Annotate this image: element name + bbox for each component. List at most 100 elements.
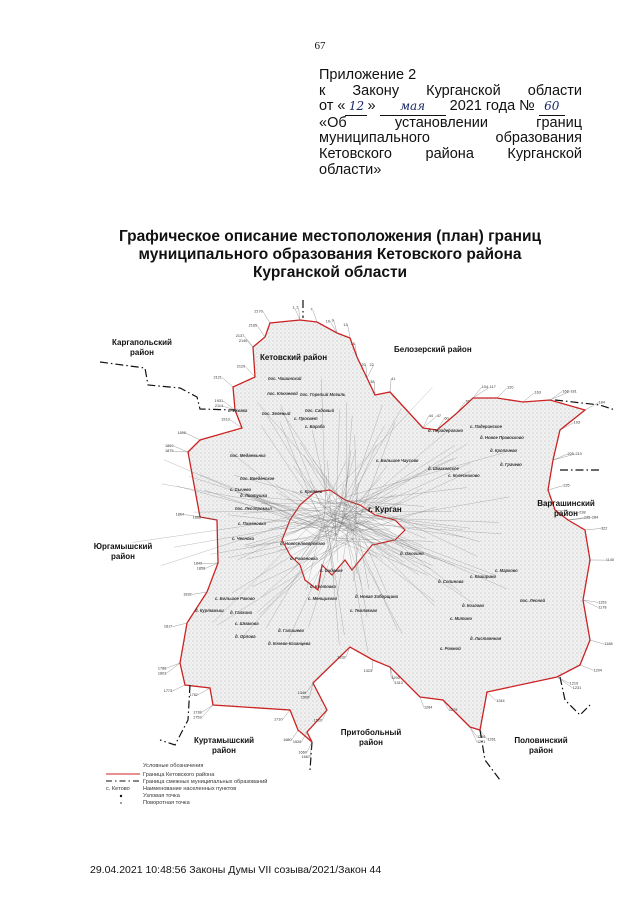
point-number: 1913	[221, 417, 229, 421]
point-leader	[584, 528, 601, 531]
point-leader	[306, 682, 314, 693]
legend-item: Наименование населенных пунктов	[143, 786, 236, 792]
point-leader	[347, 325, 351, 339]
settlement-label: с. Шмакова	[235, 621, 259, 626]
label-pritobolny: район	[359, 738, 383, 747]
point-leader	[365, 365, 368, 379]
label-pritobolny: Притобольный	[341, 728, 402, 737]
point-leader	[469, 726, 478, 737]
point-number: 1875	[165, 449, 173, 453]
leader-line	[260, 537, 330, 598]
label-polovinsky: Половинский	[514, 736, 567, 745]
leader-line	[275, 484, 321, 513]
leader-line	[330, 538, 435, 542]
appendix-title: Приложение 2	[319, 67, 417, 83]
point-number: 13	[343, 323, 347, 327]
settlement-label: д. Куртамыш	[195, 608, 224, 613]
settlement-label: с. Иковка	[228, 408, 248, 413]
document-title: Графическое описание местоположения (пла…	[100, 228, 560, 282]
settlement-label: д. Новоселовороково	[280, 541, 326, 546]
point-leader	[549, 391, 571, 401]
settlement-label: д. Перадерогино	[428, 428, 463, 433]
leader-line	[242, 506, 339, 514]
leader-line	[340, 445, 455, 518]
legend-item: Граница смежных муниципальных образовани…	[143, 778, 267, 785]
leader-line	[327, 460, 331, 510]
leader-line	[309, 480, 339, 522]
leader-line	[306, 506, 327, 590]
point-leader	[173, 451, 189, 453]
leader-line	[341, 513, 435, 606]
point-number: 1762	[189, 693, 197, 697]
settlement-label: с. Сычево	[230, 487, 251, 492]
date-prefix: от «	[319, 98, 346, 115]
settlement-label: с. Большое Раково	[215, 596, 255, 601]
leader-line	[199, 474, 341, 531]
point-leader-lines	[132, 378, 510, 653]
leader-line	[338, 494, 393, 523]
leader-line	[356, 422, 396, 525]
appendix-date-line: от «12» мая 2021 года № 60	[319, 98, 582, 116]
leader-line	[342, 470, 473, 531]
leader-line	[266, 509, 336, 628]
point-number: 1284	[424, 706, 432, 710]
point-leader	[184, 514, 201, 518]
point-number: 1153	[598, 600, 606, 604]
label-yurgamyshsky: Юргамышский	[94, 542, 153, 551]
leader-line	[161, 483, 338, 516]
leader-line	[358, 465, 388, 504]
point-number: 1244	[496, 699, 504, 703]
point-number: 2140	[239, 339, 247, 343]
point-leader	[202, 562, 219, 564]
point-number: 2114	[215, 404, 223, 408]
leader-line	[326, 501, 375, 521]
title-line: Курганской области	[252, 264, 408, 281]
point-number: 210	[576, 452, 582, 456]
leader-line	[351, 527, 399, 631]
leader-line	[194, 510, 323, 513]
leader-line	[231, 516, 355, 594]
neighbor-boundaries	[99, 300, 616, 781]
point-leader	[442, 699, 449, 711]
leader-line	[254, 496, 330, 521]
label-yurgamyshsky: район	[111, 552, 135, 561]
settlement-label: д. Галишево	[278, 628, 304, 633]
point-number: 2137	[236, 334, 244, 338]
point-leader	[469, 726, 478, 743]
leader-line	[327, 452, 504, 503]
label-ketovsky: Кетовский район	[260, 353, 327, 362]
point-leader	[172, 622, 188, 627]
leader-line	[300, 442, 354, 530]
point-leader	[422, 415, 437, 429]
point-number: 1332	[337, 656, 345, 660]
point-leader	[552, 453, 576, 461]
settlement-label: пос. Ключевой	[267, 391, 298, 396]
leader-line	[306, 521, 329, 557]
point-number: 1817	[164, 625, 172, 629]
leader-line	[237, 509, 340, 561]
point-number: 1869	[165, 444, 173, 448]
leader-line	[341, 537, 428, 576]
point-number: 1323	[364, 669, 372, 673]
date-year: 2021 года №	[449, 98, 535, 115]
label-kurgan: г. Курган	[368, 505, 402, 514]
leader-line	[176, 485, 334, 529]
point-number: 1660	[298, 750, 306, 754]
title-line: муниципального образования Кетовского ра…	[138, 246, 522, 263]
label-vargashinsky: Варгашинский	[537, 499, 595, 508]
leader-line	[298, 514, 332, 561]
point-number: 322	[601, 526, 607, 530]
title-line: Графическое описание местоположения (пла…	[118, 228, 542, 245]
leader-line	[339, 404, 383, 529]
leader-line	[358, 507, 436, 533]
leader-line	[352, 516, 423, 546]
point-number: 9	[332, 318, 334, 322]
point-number: 1898	[178, 431, 186, 435]
point-leader	[329, 321, 338, 334]
point-leader	[579, 664, 594, 671]
settlement-label: д. Кротовка	[310, 584, 337, 589]
leader-line	[359, 500, 478, 557]
leader-line	[331, 504, 390, 542]
point-leader	[222, 400, 236, 411]
leader-line	[322, 506, 436, 560]
